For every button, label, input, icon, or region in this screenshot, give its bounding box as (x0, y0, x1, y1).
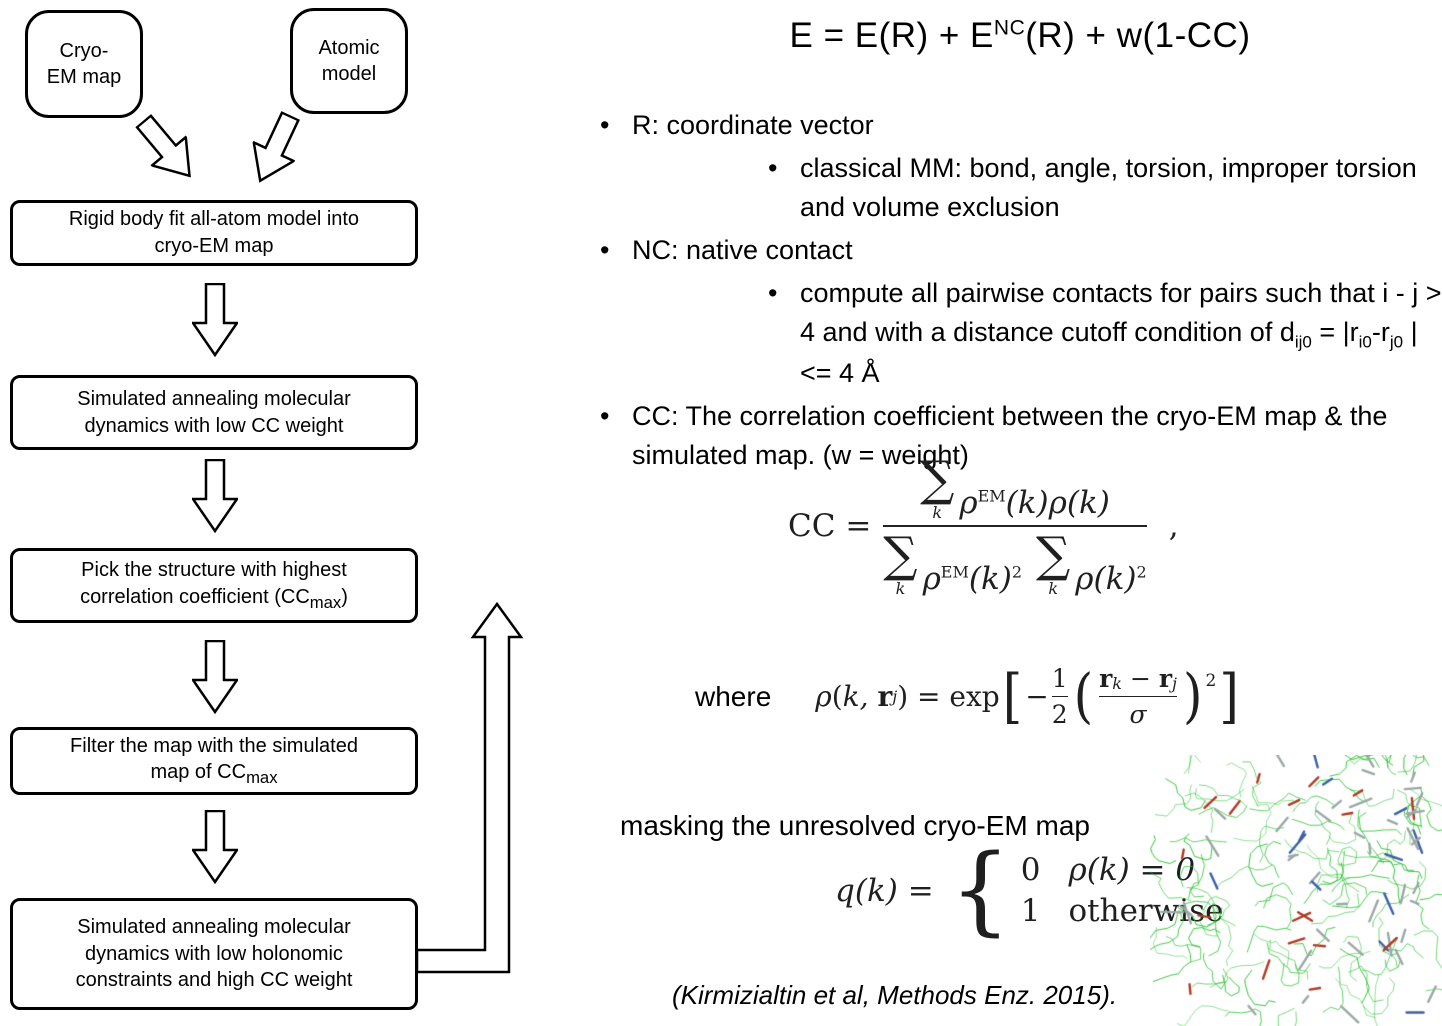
diagonal-arrow-left-icon (239, 106, 312, 193)
step-box-sa-high-cc: Simulated annealing molecular dynamics w… (10, 898, 418, 1010)
left-paren: ( (1073, 661, 1094, 731)
io-box-label-line: EM map (46, 66, 122, 88)
citation: (Kirmizialtin et al, Methods Enz. 2015). (672, 980, 1118, 1010)
fraction-bar (1051, 696, 1068, 697)
bullet-icon: • (600, 234, 610, 265)
cc-equation-lhs: CC = (788, 508, 872, 544)
case-brace: { (949, 834, 1011, 946)
bullet-icon: • (768, 278, 778, 309)
rho-k: ρ(k) (1048, 485, 1110, 521)
step-label: Filter the map with the simulated map of… (70, 734, 358, 788)
molecule-image (1150, 755, 1442, 1026)
bullet-icon: • (768, 153, 778, 184)
io-box-label-line: Atomic (318, 37, 380, 59)
io-box-label-line: Cryo- (59, 40, 109, 62)
bullet-icon: • (600, 110, 610, 140)
fraction-bar (1099, 696, 1177, 697)
bullet-text: CC: The correlation coefficient between … (632, 401, 1388, 470)
step-box-sa-low-cc: Simulated annealing molecular dynamics w… (10, 375, 418, 450)
bullet-list: • R: coordinate vector • classical MM: b… (600, 106, 1442, 479)
bullet-item-classical-mm: • classical MM: bond, angle, torsion, im… (768, 149, 1442, 226)
step-box-rigid-body-fit: Rigid body fit all-atom model into cryo-… (10, 200, 418, 266)
io-box-atomic-model: Atomic model (290, 8, 408, 114)
rho-em-k-squared: ρEM(k)2 (922, 561, 1023, 597)
energy-equation: E = E(R) + ENC(R) + w(1-CC) (789, 16, 1251, 55)
left-bracket: [ (1002, 661, 1023, 731)
cc-fraction: ∑ k ρEM(k) ρ(k) ∑ k ρEM(k)2 ∑ k ρ(k)2 (883, 455, 1147, 597)
cc-equation: CC = ∑ k ρEM(k) ρ(k) ∑ k ρEM(k)2 ∑ k (788, 455, 1179, 597)
cryo-em-density-render (1150, 755, 1442, 1026)
io-box-label-line: model (321, 63, 377, 85)
down-arrow-icon (192, 459, 238, 533)
squared-superscript: 2 (1205, 670, 1217, 691)
summation-icon: ∑ k (1036, 527, 1071, 598)
rho-k-squared: ρ(k)2 (1075, 561, 1147, 597)
step-box-pick-structure: Pick the structure with highest correlat… (10, 548, 418, 623)
right-bracket: ] (1219, 661, 1239, 731)
masking-label: masking the unresolved cryo-EM map (620, 810, 1090, 841)
step-label: Pick the structure with highest correlat… (80, 559, 348, 612)
where-label: where (695, 680, 772, 712)
equation-comma: , (1168, 508, 1179, 544)
down-arrow-icon (192, 640, 238, 714)
bullet-item-r: • R: coordinate vector (600, 106, 1442, 144)
summation-icon: ∑ k (920, 451, 955, 522)
bullet-text: R: coordinate vector (632, 110, 874, 140)
down-arrow-icon (192, 810, 238, 884)
bullet-text: NC: native contact (632, 234, 853, 265)
step-label: Rigid body fit all-atom model into cryo-… (68, 208, 360, 257)
diagonal-arrow-right-icon (126, 106, 209, 192)
bullet-item-nc: • NC: native contact (600, 231, 1442, 269)
one-half-fraction: 1 2 (1051, 664, 1068, 729)
bullet-item-cc: • CC: The correlation coefficient betwee… (600, 397, 1442, 474)
bullet-icon: • (600, 401, 610, 432)
loop-up-arrow-icon (415, 601, 527, 994)
bullet-item-pairwise-contacts: • compute all pairwise contacts for pair… (768, 274, 1442, 392)
step-box-filter-map: Filter the map with the simulated map of… (10, 727, 418, 795)
step-label: Simulated annealing molecular dynamics w… (77, 387, 351, 437)
down-arrow-icon (192, 283, 238, 357)
bullet-text: compute all pairwise contacts for pairs … (800, 278, 1442, 389)
rho-em-k: ρEM(k) (959, 485, 1049, 521)
q-lhs: q(k) = (835, 872, 934, 909)
cc-denominator: ∑ k ρEM(k)2 ∑ k ρ(k)2 (883, 531, 1146, 597)
summation-icon: ∑ k (883, 527, 918, 598)
io-box-cryo-em-map: Cryo- EM map (25, 10, 143, 118)
right-paren: ) (1182, 661, 1203, 731)
cc-numerator: ∑ k ρEM(k) ρ(k) (920, 455, 1110, 521)
fraction-bar (883, 525, 1147, 527)
step-label: Simulated annealing molecular dynamics w… (75, 916, 353, 992)
bullet-text: classical MM: bond, angle, torsion, impr… (800, 153, 1417, 222)
